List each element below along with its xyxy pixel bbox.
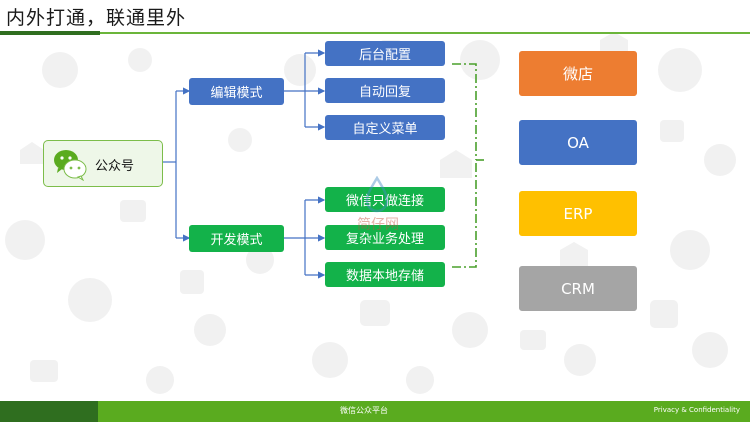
- footer-right-text: Privacy & Confidentiality: [653, 406, 740, 414]
- system-erp: ERP: [519, 191, 637, 236]
- dev-child-local-storage: 数据本地存储: [325, 262, 445, 287]
- source-node-official-account: 公众号: [43, 140, 163, 187]
- mode-develop: 开发模式: [189, 225, 284, 252]
- wechat-icon: [54, 150, 87, 181]
- edit-child-label: 自动回复: [358, 85, 411, 100]
- dev-child-connect-only: 微信只做连接: [325, 187, 445, 212]
- footer-center-text: 微信公众平台: [340, 406, 388, 415]
- system-oa: OA: [519, 120, 637, 165]
- system-crm: CRM: [519, 266, 637, 311]
- mode-develop-label: 开发模式: [210, 233, 263, 248]
- title-underline-accent: [0, 31, 100, 35]
- mode-edit: 编辑模式: [189, 78, 284, 105]
- edit-child-backend-config: 后台配置: [325, 41, 445, 66]
- dev-child-label: 数据本地存储: [345, 269, 424, 284]
- mode-edit-label: 编辑模式: [210, 86, 263, 101]
- system-label: ERP: [563, 204, 593, 223]
- title-underline: [100, 32, 750, 34]
- dev-child-complex-logic: 复杂业务处理: [325, 225, 445, 250]
- edit-child-custom-menu: 自定义菜单: [325, 115, 445, 140]
- edit-child-label: 自定义菜单: [352, 122, 418, 137]
- footer-accent: [0, 401, 98, 422]
- system-weidian: 微店: [519, 51, 637, 96]
- dev-child-label: 微信只做连接: [345, 194, 424, 209]
- footer-bar: [98, 401, 750, 422]
- edit-child-label: 后台配置: [358, 48, 411, 63]
- page-title: 内外打通，联通里外: [6, 7, 187, 29]
- system-label: CRM: [561, 279, 595, 298]
- edit-child-auto-reply: 自动回复: [325, 78, 445, 103]
- system-label: 微店: [562, 65, 593, 83]
- source-label: 公众号: [95, 159, 135, 174]
- dev-child-label: 复杂业务处理: [345, 232, 424, 247]
- system-label: OA: [567, 133, 589, 152]
